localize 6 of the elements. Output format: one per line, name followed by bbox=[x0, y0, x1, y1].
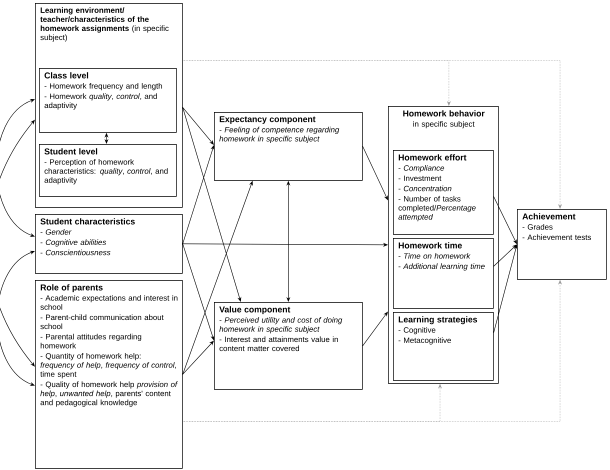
arrow bbox=[182, 107, 214, 145]
arrow bbox=[182, 340, 214, 375]
curved-arrow bbox=[0, 99, 35, 237]
arrow bbox=[362, 312, 388, 346]
arrow bbox=[182, 107, 242, 302]
curved-arrow bbox=[0, 250, 35, 386]
